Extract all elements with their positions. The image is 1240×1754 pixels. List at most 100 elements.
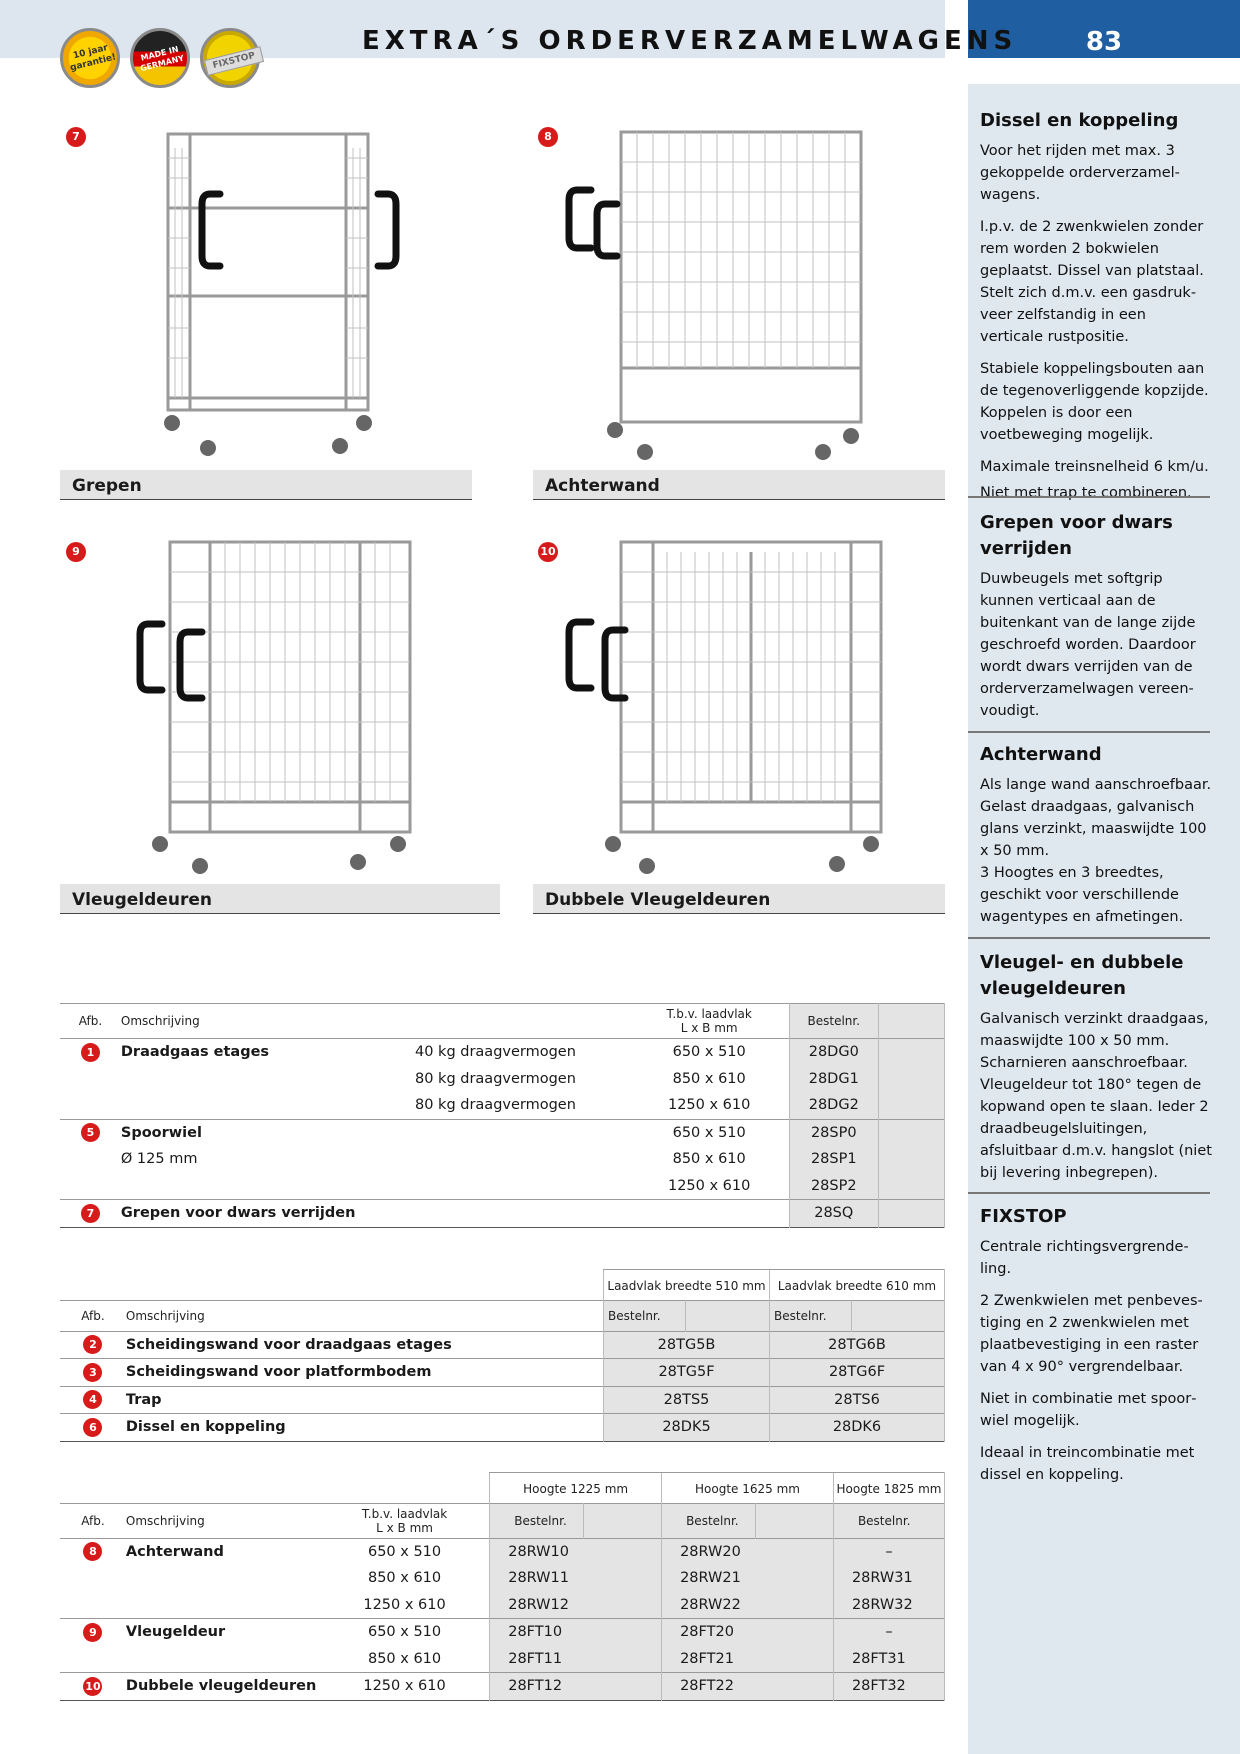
group-header-empty: [320, 1473, 490, 1504]
sidebar-section-achterwand: Achterwand Als lange wand aanschroefbaar…: [980, 742, 1212, 938]
row-bestelnr-1825: –: [832, 1618, 946, 1646]
row-bestelnr: 28SP2: [788, 1172, 879, 1200]
row-afb: [60, 1592, 126, 1619]
row-afb: [60, 1092, 121, 1119]
table-row: 80 kg draagvermogen 1250 x 610 28DG2: [60, 1092, 946, 1119]
col-header-bestelnr: Bestelnr.: [489, 1503, 584, 1538]
row-afb: [60, 1066, 121, 1093]
row-afb: 5: [60, 1119, 121, 1146]
row-bestelnr-1625: 28FT21: [661, 1645, 834, 1673]
row-bestelnr-1825: 28FT31: [832, 1645, 946, 1673]
afb-badge: 6: [83, 1417, 103, 1437]
row-extra: [415, 1173, 630, 1200]
row-bestelnr-1825: 28FT32: [832, 1672, 946, 1700]
row-blank: [877, 1038, 946, 1066]
group-header-1625: Hoogte 1625 mm: [661, 1472, 834, 1503]
col-header-bestelnr: Bestelnr.: [788, 1003, 879, 1039]
col-header-afb: Afb.: [81, 1308, 105, 1323]
row-bestelnr-510: 28TS5: [603, 1386, 770, 1414]
photo-number-badge: 10: [538, 542, 558, 562]
table-row: 1250 x 610 28RW12 28RW22 28RW32: [60, 1591, 946, 1619]
row-bestelnr-610: 28TG6B: [769, 1331, 945, 1359]
row-bestelnr-1825: 28RW31: [832, 1565, 946, 1592]
photo-dubbele-vleugeldeuren: [533, 532, 945, 884]
photo-number-badge: 9: [66, 542, 86, 562]
row-desc: [121, 1092, 415, 1119]
sidebar-text: Stabiele koppelingsbouten aan de tegenov…: [980, 361, 1209, 443]
row-desc: Ø 125 mm: [120, 1151, 198, 1168]
table-row: 7 Grepen voor dwars verrijden 28SQ: [60, 1199, 946, 1228]
row-bestelnr-510: 28TG5B: [603, 1331, 770, 1359]
col-header-laadvlak: T.b.v. laadvlak L x B mm: [361, 1506, 448, 1535]
sidebar-heading: Dissel en koppeling: [980, 110, 1179, 131]
sidebar-text: Niet met trap te combineren.: [980, 485, 1192, 501]
row-size: 650 x 510: [367, 1543, 442, 1560]
row-afb: 6: [60, 1414, 126, 1442]
col-header-bestelnr: Bestelnr.: [769, 1300, 852, 1331]
row-desc: Scheidingswand voor draadgaas etages: [125, 1336, 452, 1353]
row-desc: Spoorwiel: [120, 1124, 202, 1141]
row-bestelnr: 28SP1: [788, 1146, 879, 1173]
row-blank: [877, 1065, 946, 1092]
sidebar-heading: Vleugel- en dubbele vleugeldeuren: [980, 952, 1184, 999]
photo-caption: Vleugeldeuren: [60, 884, 500, 914]
row-afb: 1: [60, 1039, 121, 1066]
row-bestelnr-1625: 28RW20: [661, 1538, 834, 1565]
row-blank: [877, 1119, 946, 1146]
row-extra: [415, 1119, 630, 1146]
row-desc: Dubbele vleugeldeuren: [125, 1678, 317, 1695]
guarantee-badge: 10 jaar garantie!: [60, 28, 120, 88]
row-size: 850 x 610: [367, 1650, 442, 1667]
row-size: 850 x 610: [672, 1151, 746, 1168]
afb-badge: 5: [80, 1123, 100, 1143]
row-bestelnr-1625: 28RW21: [661, 1565, 834, 1592]
col-header-empty: [415, 1004, 630, 1039]
sidebar-heading: FIXSTOP: [980, 1206, 1067, 1227]
sidebar-heading: Grepen voor dwars verrijden: [980, 512, 1173, 559]
table-row: 8 Achterwand 650 x 510 28RW10 28RW20 –: [60, 1538, 946, 1565]
table-row: 850 x 610 28FT11 28FT21 28FT31: [60, 1645, 946, 1673]
photo-grepen: [60, 118, 472, 470]
row-afb: 4: [60, 1386, 126, 1414]
sidebar-section-dissel: Dissel en koppeling Voor het rijden met …: [980, 108, 1212, 514]
table-header-row: Afb. Omschrijving T.b.v. laadvlak L x B …: [60, 1503, 946, 1538]
sidebar-section-vleugeldeuren: Vleugel- en dubbele vleugeldeuren Galvan…: [980, 950, 1212, 1194]
row-afb: 7: [60, 1200, 121, 1228]
sidebar-text: Maximale treinsnelheid 6 km/u.: [980, 459, 1209, 475]
row-afb: 10: [60, 1673, 126, 1701]
row-bestelnr-510: 28TG5F: [603, 1358, 770, 1386]
row-bestelnr-610: 28TG6F: [769, 1358, 945, 1386]
row-size: 1250 x 610: [363, 1596, 446, 1613]
row-desc: [121, 1173, 415, 1200]
table-row: 10 Dubbele vleugeldeuren 1250 x 610 28FT…: [60, 1672, 946, 1701]
badge-group: 10 jaar garantie! MADE IN GERMANY FIXSTO…: [58, 28, 288, 90]
col-header-afb: Afb.: [78, 1014, 103, 1028]
fixstop-badge-text: FIXSTOP: [203, 46, 265, 76]
page-title: EXTRA´S ORDERVERZAMELWAGENS: [362, 26, 1018, 56]
sidebar-text: Als lange wand aanschroefbaar. Gelast dr…: [980, 777, 1212, 925]
col-header-blank: [755, 1503, 834, 1538]
photo-number-badge: 8: [538, 127, 558, 147]
row-size: 1250 x 610: [667, 1177, 751, 1194]
row-desc: Vleugeldeur: [125, 1624, 226, 1641]
group-header-empty: [60, 1473, 126, 1504]
table-row: 3 Scheidingswand voor platformbodem 28TG…: [60, 1358, 945, 1386]
row-afb: [60, 1146, 121, 1173]
row-desc: Draadgaas etages: [120, 1044, 270, 1061]
row-desc: Grepen voor dwars verrijden: [120, 1205, 356, 1222]
row-bestelnr: 28DG0: [788, 1038, 879, 1066]
afb-badge: 7: [80, 1203, 100, 1223]
row-bestelnr-1225: 28RW11: [489, 1565, 662, 1592]
afb-badge: 4: [83, 1390, 103, 1410]
row-desc: [126, 1592, 320, 1619]
col-header-omschrijving: Omschrijving: [125, 1308, 205, 1323]
cart-shelves-illustration: [164, 132, 400, 456]
photo-caption: Achterwand: [533, 470, 945, 500]
sidebar-heading: Achterwand: [980, 744, 1102, 765]
col-header-omschrijving: Omschrijving: [120, 1014, 200, 1028]
table-group-header-row: Hoogte 1225 mm Hoogte 1625 mm Hoogte 182…: [60, 1472, 946, 1504]
row-desc: [126, 1565, 320, 1592]
col-header-bestelnr: Bestelnr.: [832, 1503, 946, 1538]
group-header-510: Laadvlak breedte 510 mm: [603, 1269, 770, 1300]
row-size: 650 x 510: [672, 1044, 746, 1061]
